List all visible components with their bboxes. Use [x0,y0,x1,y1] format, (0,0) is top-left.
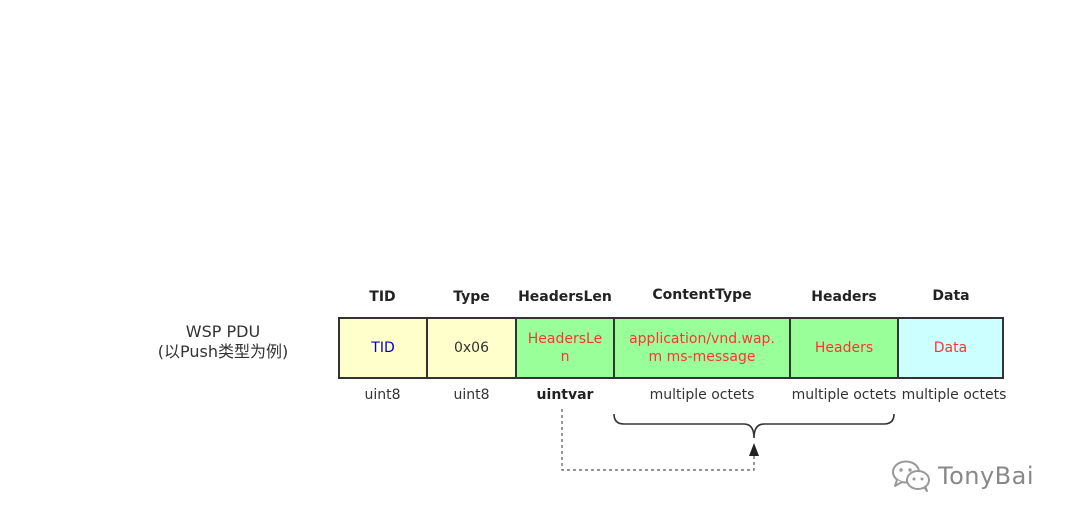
pdu-label-subtitle: (以Push类型为例) [157,342,289,361]
watermark: TonyBai [890,458,1034,494]
field-cell-headerslen: HeadersLe n [515,317,615,379]
field-value-headers: Headers [814,340,874,356]
field-value-contenttype: application/vnd.wap.m ms-message [629,331,775,365]
field-value-data: Data [933,340,968,356]
wechat-icon [892,460,930,492]
field-type-headerslen: uintvar [536,387,594,403]
field-cell-contenttype: application/vnd.wap.m ms-message [613,317,791,379]
field-header-contenttype: ContentType [652,287,752,303]
field-cell-tid: TID [338,317,428,379]
field-cell-headers: Headers [789,317,899,379]
field-type-contenttype: multiple octets [649,387,755,403]
field-cell-type: 0x06 [426,317,517,379]
field-type-tid: uint8 [364,387,401,403]
field-type-headers: multiple octets [791,387,897,403]
field-value-headerslen: HeadersLe n [527,331,603,365]
field-header-type: Type [453,289,490,305]
field-value-tid: TID [371,340,395,356]
field-header-data: Data [932,288,970,304]
field-header-tid: TID [369,289,396,305]
field-header-headers: Headers [811,289,877,305]
field-value-type: 0x06 [453,340,489,356]
field-header-headerslen: HeadersLen [518,289,612,305]
field-type-data: multiple octets [901,387,1007,403]
field-cell-data: Data [897,317,1004,379]
length-brace [613,413,895,439]
watermark-text: TonyBai [938,462,1035,490]
pdu-label: WSP PDU (以Push类型为例) [140,322,306,362]
field-type-type: uint8 [453,387,490,403]
pdu-label-title: WSP PDU [185,322,261,341]
length-arrowhead [749,443,759,456]
length-dashed-line [561,409,755,471]
